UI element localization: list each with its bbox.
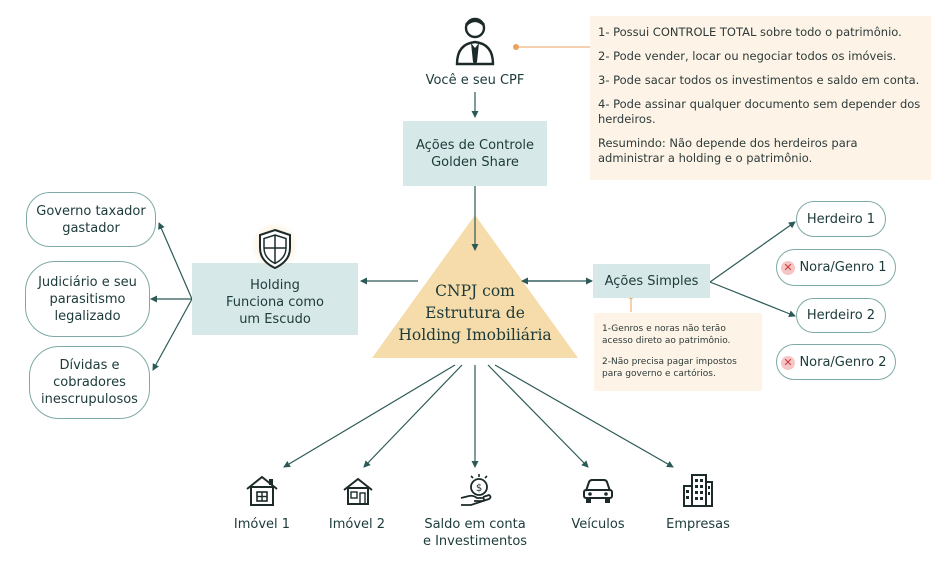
threat-3-line2: cobradores <box>53 375 126 390</box>
center-line2: Estrutura de <box>425 304 525 322</box>
asset-2-label: Imóvel 2 <box>328 517 386 532</box>
threat-3-line1: Dívidas e <box>59 358 120 373</box>
heir-2-label: Herdeiro 2 <box>806 308 876 323</box>
control-note-item-1: 1- Possui CONTROLE TOTAL sobre todo o pa… <box>598 25 902 39</box>
money-hand-icon: $ <box>460 474 492 506</box>
arrow-simple-to-heir-1 <box>709 221 796 283</box>
simple-note: 1-Genros e noras não terão acesso direto… <box>594 313 762 391</box>
center-label: CNPJ com Estrutura de Holding Imobiliári… <box>390 280 560 346</box>
control-note-summary: Resumindo: Não depende dos herdeiros par… <box>598 136 858 165</box>
heir-2: Herdeiro 2 <box>796 298 886 333</box>
arrow-center-to-asset-5 <box>494 364 674 468</box>
svg-text:$: $ <box>476 483 482 494</box>
note-dot-control <box>513 44 519 50</box>
control-note: 1- Possui CONTROLE TOTAL sobre todo o pa… <box>590 16 931 180</box>
threat-2-line1: Judiciário e seu <box>38 274 137 290</box>
heir-1-label: Herdeiro 1 <box>806 211 876 227</box>
in-law-1: ✕ Nora/Genro 1 <box>776 249 896 286</box>
control-shares-box: Ações de Controle Golden Share <box>403 121 547 186</box>
holding-shield-box: Holding Funciona como um Escudo <box>192 263 358 335</box>
shield-box-line3: um Escudo <box>239 311 311 327</box>
simple-shares-box: Ações Simples <box>593 264 710 298</box>
asset-3-line1: Saldo em conta <box>424 517 526 532</box>
person-node: Você e seu CPF <box>420 14 530 94</box>
shield-box-line1: Holding <box>250 277 300 293</box>
center-line3: Holding Imobiliária <box>398 326 552 344</box>
threat-1-line2: gastador <box>62 220 120 236</box>
user-icon <box>455 17 495 66</box>
asset-3-label: Saldo em conta e Investimentos <box>410 516 540 550</box>
arrow-center-to-asset-1 <box>283 364 456 468</box>
asset-5-label: Empresas <box>666 517 730 532</box>
in-law-2: ✕ Nora/Genro 2 <box>776 344 896 380</box>
threat-1-line1: Governo taxador <box>36 203 146 219</box>
holding-triangle <box>372 215 578 358</box>
arrow-shield-to-threat-1 <box>158 222 193 300</box>
control-note-item-3: 3- Pode sacar todos os investimentos e s… <box>598 73 920 87</box>
control-box-line1: Ações de Controle <box>415 137 535 153</box>
threat-2-line3: legalizado <box>54 308 121 324</box>
house-icon <box>246 475 278 506</box>
arrow-center-to-asset-4 <box>487 364 589 468</box>
control-note-item-2: 2- Pode vender, locar ou negociar todos … <box>598 49 897 63</box>
threat-government: Governo taxador gastador <box>26 192 156 247</box>
excluded-x-icon: ✕ <box>781 261 795 275</box>
excluded-x-icon: ✕ <box>781 356 795 370</box>
threat-judiciary: Judiciário e seu parasitismo legalizado <box>25 261 150 337</box>
person-label: Você e seu CPF <box>425 73 525 88</box>
threat-3-line3: inescrupulosos <box>41 392 138 407</box>
buildings-icon <box>683 474 713 507</box>
arrow-simple-to-heir-2 <box>709 281 796 318</box>
car-icon <box>583 479 613 503</box>
center-line1: CNPJ com <box>435 282 515 300</box>
asset-4-label: Veículos <box>571 517 625 532</box>
threat-2-line2: parasitismo <box>49 291 126 307</box>
simple-note-item-1: 1-Genros e noras não terão acesso direto… <box>602 324 731 346</box>
in-law-2-label: Nora/Genro 2 <box>799 354 887 370</box>
control-box-line2: Golden Share <box>431 154 519 170</box>
asset-1-label: Imóvel 1 <box>233 517 291 532</box>
in-law-1-label: Nora/Genro 1 <box>799 260 887 275</box>
heir-1: Herdeiro 1 <box>796 201 886 237</box>
house-icon <box>343 477 373 505</box>
shield-box-line2: Funciona como <box>225 294 324 310</box>
threat-debts: Dívidas e cobradores inescrupulosos <box>29 346 150 419</box>
asset-3-line2: e Investimentos <box>422 534 528 549</box>
simple-note-item-2: 2-Não precisa pagar impostos para govern… <box>602 357 737 379</box>
shield-icon <box>259 228 291 270</box>
arrow-shield-to-threat-3 <box>152 298 193 371</box>
arrow-center-to-asset-2 <box>363 364 463 468</box>
control-note-item-4: 4- Pode assinar qualquer documento sem d… <box>598 97 921 126</box>
